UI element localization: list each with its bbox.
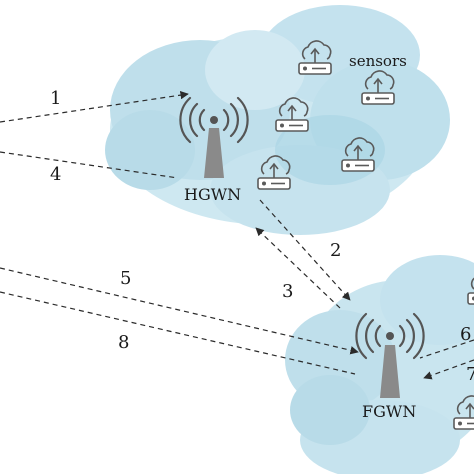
arrow-1 xyxy=(0,90,189,123)
arrow-5 xyxy=(0,267,359,355)
arrow-label-3: 3 xyxy=(282,281,293,302)
hgwn-label: HGWN xyxy=(184,185,241,204)
arrow-8 xyxy=(0,291,356,375)
arrow-label-4: 4 xyxy=(50,164,61,185)
sensors-label: sensors xyxy=(349,52,407,70)
arrow-2 xyxy=(259,199,351,301)
fgwn-cloud xyxy=(285,255,474,474)
arrow-6 xyxy=(419,339,474,359)
arrow-3 xyxy=(255,227,341,309)
arrow-label-1: 1 xyxy=(50,88,61,109)
arrow-label-5: 5 xyxy=(120,268,131,289)
arrow-label-6: 6 xyxy=(460,324,471,345)
arrow-label-8: 8 xyxy=(118,332,129,353)
arrow-4 xyxy=(0,151,179,179)
arrow-label-7: 7 xyxy=(466,364,474,385)
fgwn-tower-icon xyxy=(355,312,425,398)
arrows xyxy=(0,90,474,380)
fgwn-label: FGWN xyxy=(362,402,416,421)
arrow-label-2: 2 xyxy=(330,240,341,261)
hgwn-cloud xyxy=(105,5,450,235)
hgwn-tower-icon xyxy=(179,96,249,178)
